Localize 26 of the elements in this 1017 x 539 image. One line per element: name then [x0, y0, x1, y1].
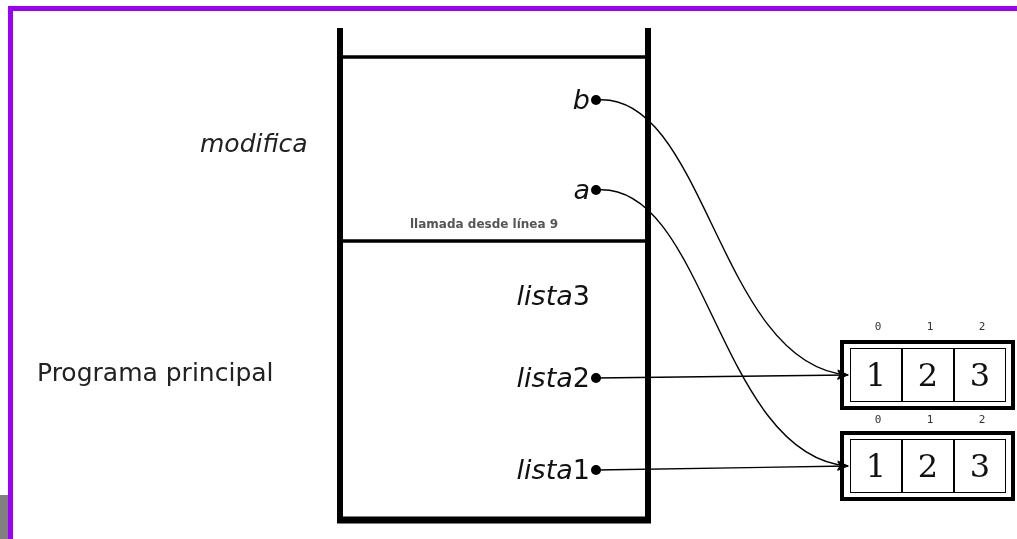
pointer-arrow — [591, 370, 849, 383]
index-label: 2 — [977, 320, 987, 333]
index-label: 1 — [925, 320, 935, 333]
pointer-arrow — [591, 95, 849, 378]
index-label: 0 — [873, 413, 883, 426]
variable-name: a — [573, 175, 590, 205]
array-box — [840, 340, 1015, 410]
call-note: llamada desde línea 9 — [410, 217, 559, 231]
index-label: 0 — [873, 320, 883, 333]
array-cell: 2 — [902, 439, 954, 493]
variable-name: b — [572, 85, 590, 115]
pointer-arrow — [591, 185, 849, 469]
variable-name: lista2 — [516, 363, 590, 393]
array-cell: 2 — [902, 348, 954, 402]
frame-label: modifica — [200, 129, 308, 158]
variable-name: lista3 — [516, 281, 590, 311]
frame-label: Programa principal — [37, 358, 274, 387]
pointer-arrow — [591, 461, 849, 475]
array-cell: 3 — [954, 348, 1006, 402]
array-box — [840, 431, 1015, 501]
index-label: 2 — [977, 413, 987, 426]
index-label: 1 — [925, 413, 935, 426]
array-cell: 1 — [850, 439, 902, 493]
array-cell: 1 — [850, 348, 902, 402]
variable-name: lista1 — [516, 455, 590, 485]
array-cell: 3 — [954, 439, 1006, 493]
